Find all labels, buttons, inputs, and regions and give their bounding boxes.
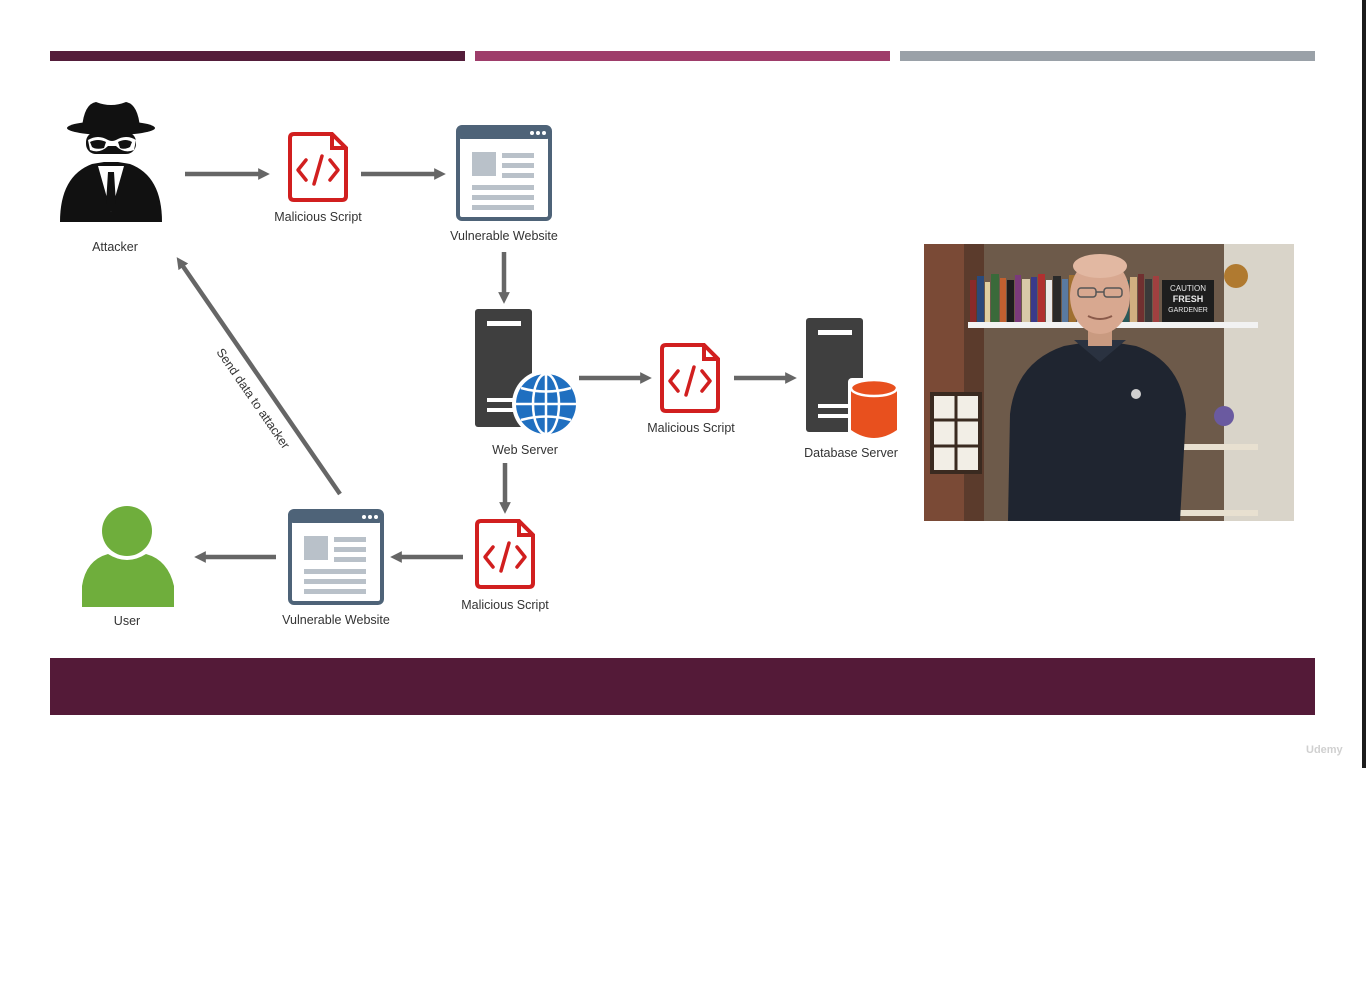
user-icon bbox=[82, 506, 174, 607]
attacker-icon bbox=[60, 102, 162, 222]
malicious-script-label: Malicious Script bbox=[274, 210, 362, 224]
poster-text-gardener: GARDENER bbox=[1168, 307, 1208, 314]
header-bar-magenta bbox=[475, 51, 890, 61]
player-edge bbox=[1362, 0, 1366, 768]
header-bar-dark bbox=[50, 51, 465, 61]
malicious-script-label: Malicious Script bbox=[647, 421, 735, 435]
attacker-label: Attacker bbox=[92, 240, 138, 254]
header-bar-grey bbox=[900, 51, 1315, 61]
poster-text-caution: CAUTION bbox=[1170, 284, 1206, 293]
globe-ornament bbox=[1224, 264, 1248, 288]
bookshelf bbox=[970, 274, 1159, 322]
vulnerable-website-label: Vulnerable Website bbox=[282, 613, 390, 627]
presenter-video: CAUTION FRESH GARDENER bbox=[924, 244, 1294, 521]
vulnerable-website-label: Vulnerable Website bbox=[450, 229, 558, 243]
web-server-icon bbox=[475, 309, 580, 438]
vulnerable-website-icon bbox=[456, 125, 552, 221]
database-server-icon bbox=[806, 318, 900, 442]
slide-footer-band bbox=[50, 658, 1315, 715]
malicious-script-icon bbox=[475, 519, 535, 589]
udemy-watermark: Udemy bbox=[1306, 744, 1343, 756]
malicious-script-icon bbox=[288, 132, 348, 202]
user-label: User bbox=[114, 614, 140, 628]
presenter-video-frame: CAUTION FRESH GARDENER bbox=[924, 244, 1294, 521]
malicious-script-label: Malicious Script bbox=[461, 598, 549, 612]
vulnerable-website-icon bbox=[288, 509, 384, 605]
poster-text-fresh: FRESH bbox=[1173, 294, 1204, 304]
caution-poster bbox=[1162, 280, 1214, 322]
arrow-send-data-to-attacker bbox=[176, 257, 342, 496]
web-server-label: Web Server bbox=[492, 443, 558, 457]
presenter bbox=[1008, 254, 1186, 521]
malicious-script-icon bbox=[660, 343, 720, 413]
database-server-label: Database Server bbox=[804, 446, 898, 460]
send-data-label: Send data to attacker bbox=[214, 346, 293, 452]
